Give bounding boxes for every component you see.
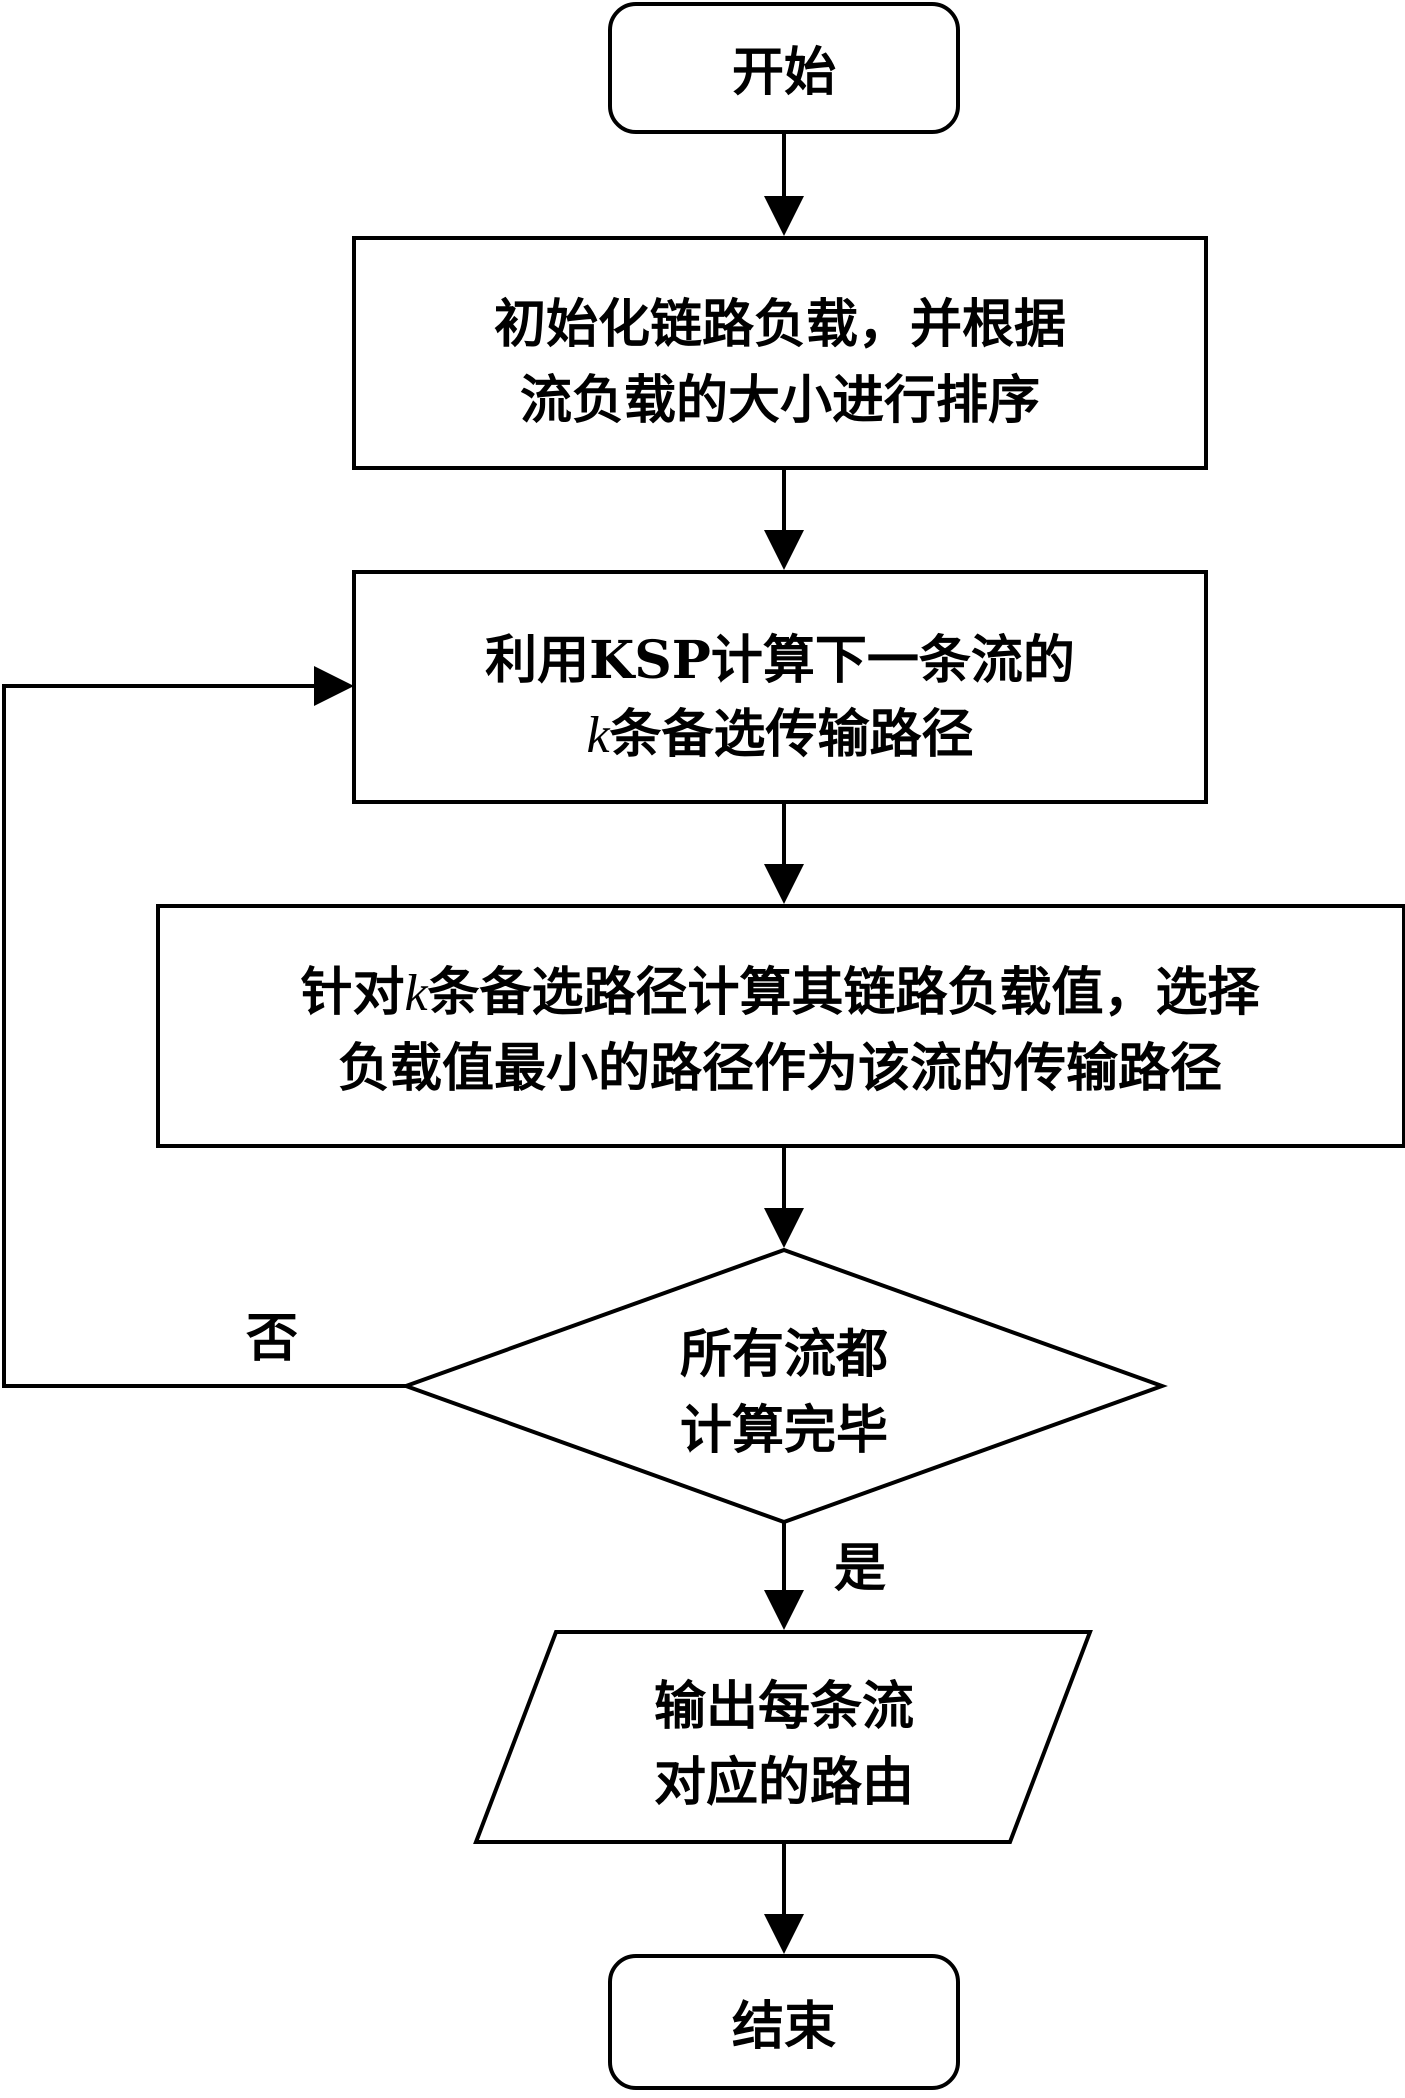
decision-line-1: 所有流都 [680, 1324, 888, 1385]
start-label: 开始 [732, 42, 836, 103]
ksp-line-1: 利用KSP计算下一条流的 [485, 630, 1075, 691]
ksp-node: 利用KSP计算下一条流的 k条备选传输路径 [352, 570, 1208, 804]
init-line-2: 流负载的大小进行排序 [520, 370, 1040, 431]
ksp-var-k: k [586, 707, 610, 764]
edge-init-to-ksp [764, 468, 804, 570]
end-label: 结束 [732, 1996, 836, 2057]
ksp-line-2-rest: 条备选传输路径 [610, 704, 974, 765]
output-line-2: 对应的路由 [654, 1752, 914, 1813]
start-node: 开始 [608, 2, 960, 134]
end-node: 结束 [608, 1954, 960, 2090]
decision-line-2: 计算完毕 [680, 1400, 888, 1461]
ksp-line-2: k条备选传输路径 [586, 704, 973, 765]
output-line-1: 输出每条流 [654, 1676, 914, 1737]
edge-label-no: 否 [246, 1308, 298, 1369]
select-var-k: k [404, 965, 428, 1022]
decision-node: 所有流都 计算完毕 [400, 1247, 1168, 1525]
output-node: 输出每条流 对应的路由 [473, 1630, 1093, 1844]
edge-output-to-end [764, 1842, 804, 1954]
edge-ksp-to-select [764, 802, 804, 904]
edge-decision-no-loop [2, 666, 406, 1388]
select-node: 针对k条备选路径计算其链路负载值，选择 负载值最小的路径作为该流的传输路径 [156, 904, 1405, 1148]
select-line-1-pre: 针对 [300, 962, 404, 1023]
edge-label-yes: 是 [834, 1538, 886, 1599]
init-node: 初始化链路负载，并根据 流负载的大小进行排序 [352, 236, 1208, 470]
select-line-2: 负载值最小的路径作为该流的传输路径 [338, 1038, 1222, 1099]
edge-decision-yes-to-output [764, 1522, 804, 1630]
edge-start-to-init [764, 132, 804, 236]
init-line-1: 初始化链路负载，并根据 [494, 294, 1066, 355]
select-line-1-rest: 条备选路径计算其链路负载值，选择 [428, 962, 1261, 1023]
select-line-1: 针对k条备选路径计算其链路负载值，选择 [300, 962, 1260, 1023]
edge-select-to-decision [764, 1146, 804, 1248]
